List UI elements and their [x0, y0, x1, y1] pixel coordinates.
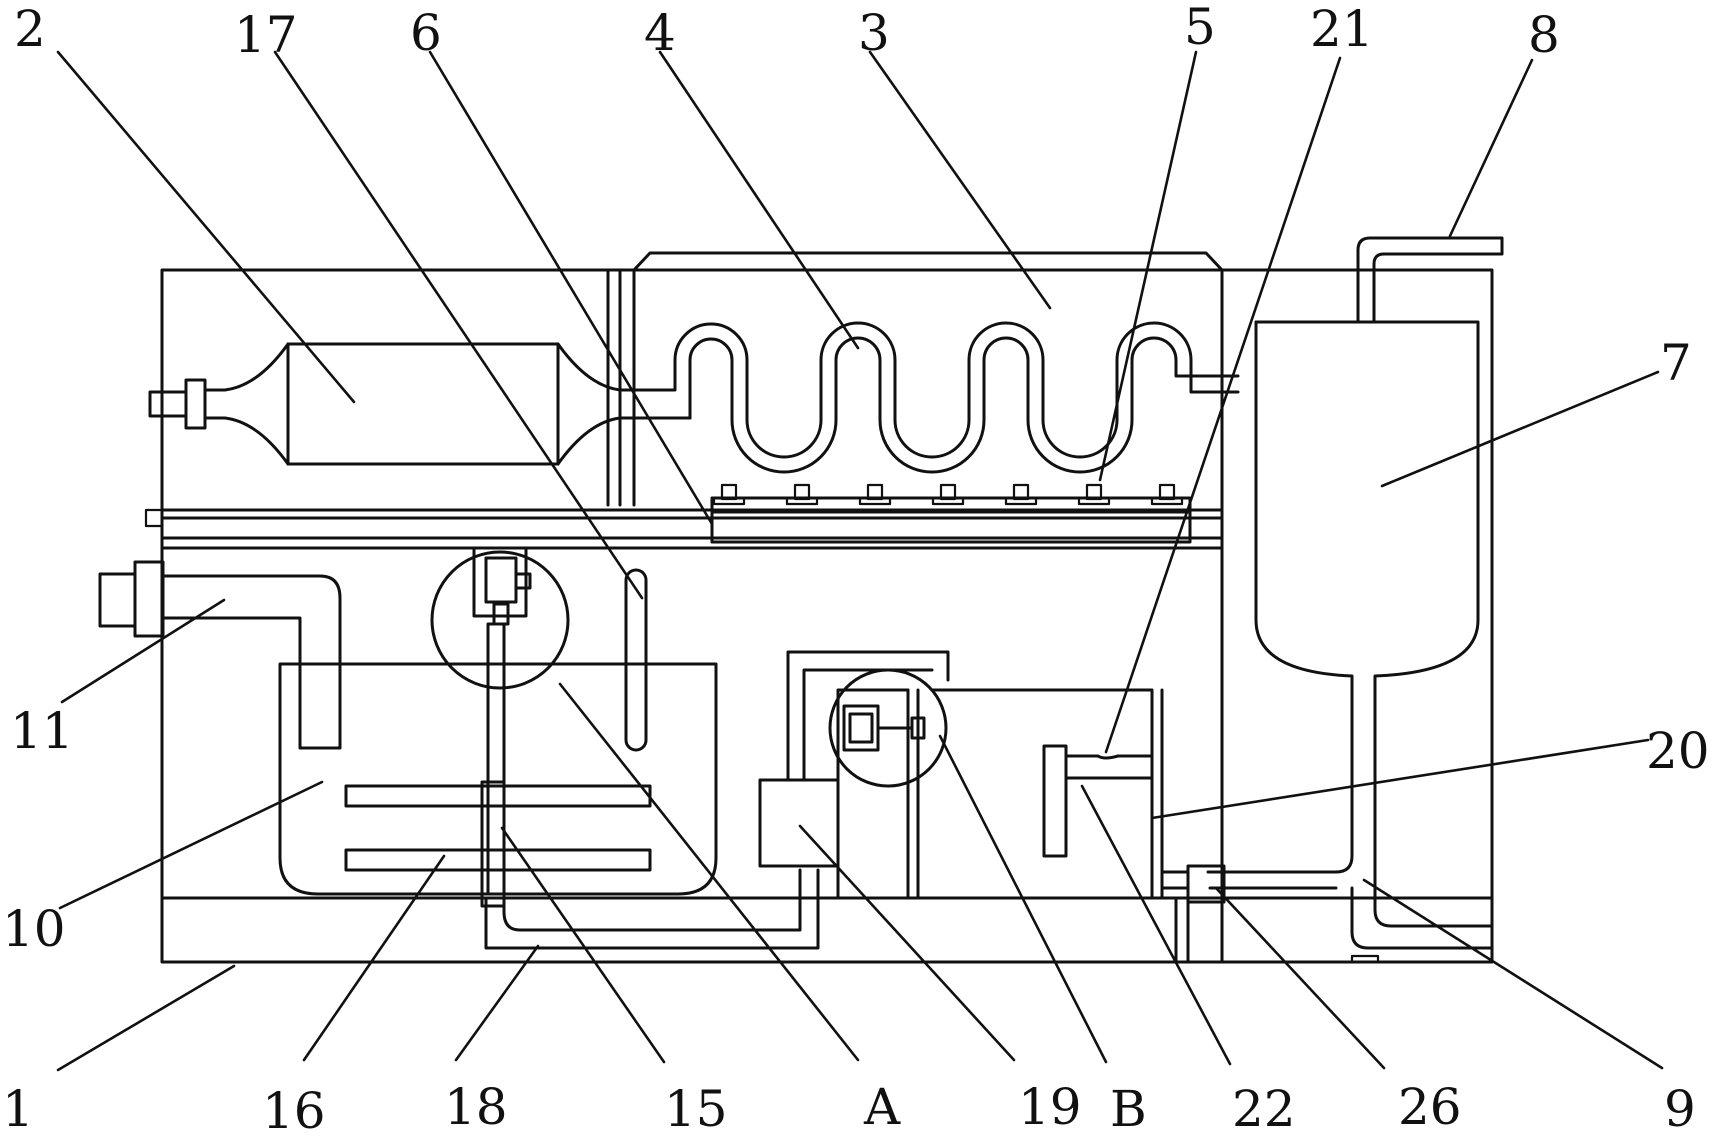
- reaction-tank: [98, 546, 820, 950]
- label-1: 1: [2, 1080, 34, 1137]
- nozzle-tray: [710, 483, 1192, 544]
- label-11: 11: [10, 702, 74, 760]
- label-22: 22: [1232, 1080, 1296, 1137]
- label-17: 17: [234, 6, 298, 64]
- label-16: 16: [262, 1082, 326, 1137]
- label-21: 21: [1310, 0, 1374, 58]
- water-tank: [1206, 320, 1494, 964]
- label-2: 2: [14, 0, 46, 58]
- detail-circle-a: [430, 550, 570, 690]
- label-A: A: [863, 1078, 901, 1136]
- label-19: 19: [1018, 1078, 1082, 1136]
- label-4: 4: [644, 4, 676, 62]
- condenser-box: [606, 251, 1224, 507]
- serpentine-coil: [673, 321, 1240, 474]
- label-15: 15: [664, 1080, 728, 1137]
- label-9: 9: [1664, 1080, 1696, 1137]
- label-6: 6: [410, 4, 442, 62]
- label-B: B: [1110, 1080, 1147, 1137]
- label-5: 5: [1184, 0, 1216, 56]
- detail-circle-b: [828, 668, 948, 788]
- spray-box: [930, 688, 1226, 964]
- label-10: 10: [2, 900, 66, 958]
- label-26: 26: [1398, 1078, 1462, 1136]
- label-3: 3: [858, 4, 890, 62]
- label-18: 18: [444, 1078, 508, 1136]
- label-20: 20: [1646, 722, 1710, 780]
- main-housing: [144, 268, 1494, 964]
- leader-lines: [56, 50, 1664, 1072]
- inlet-pipe: [1356, 236, 1504, 324]
- label-8: 8: [1528, 6, 1560, 64]
- nozzle-row: [712, 483, 1184, 506]
- pump-assembly: [758, 650, 950, 900]
- label-7: 7: [1660, 334, 1692, 392]
